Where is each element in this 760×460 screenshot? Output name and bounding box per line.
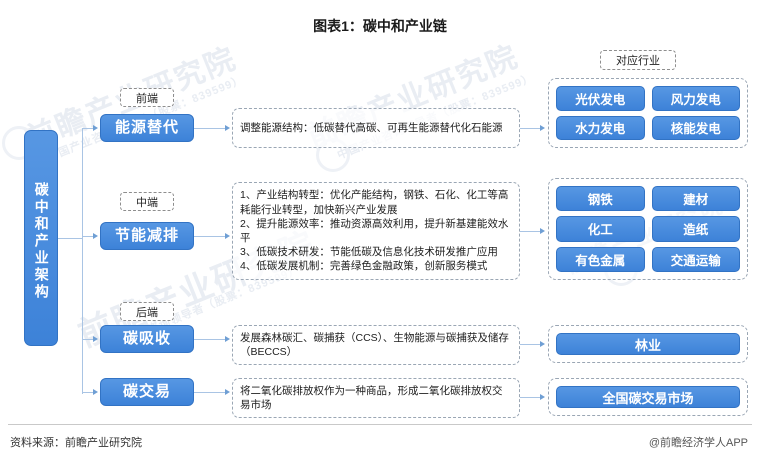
arrow-icon (225, 124, 230, 131)
connector-stage-to-desc (194, 392, 227, 393)
root-node[interactable]: 碳中和产业架构 (24, 130, 58, 346)
industry-chip[interactable]: 钢铁 (556, 186, 645, 212)
industry-chip[interactable]: 林业 (556, 333, 740, 355)
connector-trunk-to-stage (82, 392, 95, 393)
connector-trunk-to-stage (82, 339, 95, 340)
connector-trunk-to-stage (82, 128, 95, 129)
stage-node-carbon-absorption[interactable]: 碳吸收 (100, 325, 194, 353)
stage-node-energy-saving[interactable]: 节能减排 (100, 222, 194, 250)
industry-chip[interactable]: 交通运输 (651, 246, 740, 272)
connector-stage-to-desc (194, 128, 227, 129)
connector-desc-to-industry (520, 128, 542, 129)
arrow-icon (225, 335, 230, 342)
description-box-carbon-trading: 将二氧化碳排放权作为一种商品，形成二氧化碳排放权交易市场 (232, 378, 520, 418)
arrow-icon (225, 232, 230, 239)
arrow-icon (540, 227, 545, 234)
industry-group-carbon-market: 全国碳交易市场 (548, 378, 748, 416)
arrow-icon (93, 335, 98, 342)
industry-group-manufacturing: 钢铁 建材 化工 造纸 有色金属 交通运输 (548, 178, 748, 280)
connector-stage-to-desc (194, 236, 227, 237)
stage-tag-front: 前端 (120, 88, 174, 107)
description-box-energy-substitution: 调整能源结构：低碳替代高碳、可再生能源替代化石能源 (232, 108, 520, 148)
arrow-icon (225, 388, 230, 395)
description-box-energy-saving: 1、产业结构转型：优化产能结构，钢铁、石化、化工等高耗能行业转型，加快新兴产业发… (232, 182, 520, 280)
connector-desc-to-industry (520, 231, 542, 232)
connector-trunk (82, 128, 83, 394)
description-text: 3、低碳技术研发：节能低碳及信息化技术研发推广应用 (240, 246, 498, 259)
stage-tag-back: 后端 (120, 302, 174, 321)
arrow-icon (540, 124, 545, 131)
industry-chip[interactable]: 核能发电 (651, 115, 740, 140)
footer-divider (8, 424, 752, 425)
description-box-carbon-absorption: 发展森林碳汇、碳捕获（CCS）、生物能源与碳捕获及储存（BECCS） (232, 325, 520, 365)
industry-chip[interactable]: 建材 (651, 186, 740, 212)
industry-chip[interactable]: 造纸 (651, 216, 740, 242)
description-text: 2、提升能源效率：推动资源高效利用，提升新基建能效水平 (240, 217, 509, 244)
arrow-icon (540, 393, 545, 400)
connector-trunk-to-stage (82, 236, 95, 237)
arrow-icon (540, 340, 545, 347)
description-text: 将二氧化碳排放权作为一种商品，形成二氧化碳排放权交易市场 (240, 384, 503, 411)
chart-title: 图表1：碳中和产业链 (313, 18, 447, 34)
stage-node-energy-substitution[interactable]: 能源替代 (100, 114, 194, 142)
connector-desc-to-industry (520, 344, 542, 345)
industry-group-energy: 光伏发电 风力发电 水力发电 核能发电 (548, 78, 748, 148)
description-text: 调整能源结构：低碳替代高碳、可再生能源替代化石能源 (240, 121, 503, 134)
arrow-icon (93, 232, 98, 239)
description-text: 4、低碳发展机制：完善绿色金融政策，创新服务模式 (240, 260, 488, 273)
arrow-icon (93, 388, 98, 395)
industry-chip[interactable]: 全国碳交易市场 (556, 386, 740, 408)
description-text: 发展森林碳汇、碳捕获（CCS）、生物能源与碳捕获及储存（BECCS） (240, 331, 509, 358)
stage-node-carbon-trading[interactable]: 碳交易 (100, 378, 194, 406)
industry-header-tag: 对应行业 (600, 50, 676, 70)
source-text: 资料来源：前瞻产业研究院 (10, 437, 142, 449)
industry-chip[interactable]: 风力发电 (651, 86, 740, 111)
connector-desc-to-industry (520, 397, 542, 398)
app-credit: @前瞻经济学人APP (648, 437, 748, 449)
description-text: 1、产业结构转型：优化产能结构，钢铁、石化、化工等高耗能行业转型，加快新兴产业发… (240, 189, 509, 216)
connector-root-trunk (58, 238, 83, 239)
industry-chip[interactable]: 水力发电 (556, 115, 645, 140)
arrow-icon (93, 124, 98, 131)
industry-chip[interactable]: 化工 (556, 216, 645, 242)
industry-chip[interactable]: 有色金属 (556, 246, 645, 272)
connector-stage-to-desc (194, 339, 227, 340)
stage-tag-middle: 中端 (120, 192, 174, 211)
industry-group-forestry: 林业 (548, 325, 748, 363)
industry-chip[interactable]: 光伏发电 (556, 86, 645, 111)
